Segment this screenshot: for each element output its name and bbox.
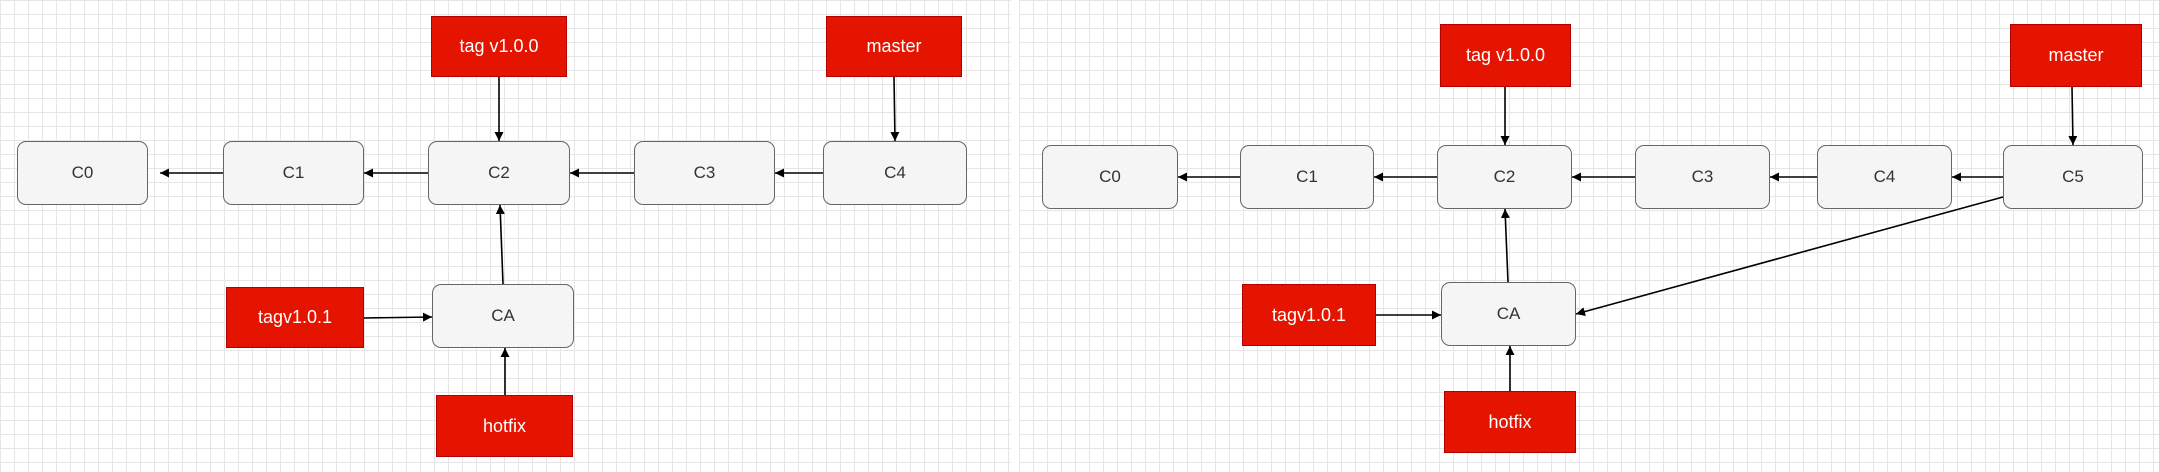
commit-c0[interactable]: C0	[1042, 145, 1178, 209]
tag-v1-0-0[interactable]: tag v1.0.0	[431, 16, 567, 77]
diagram-panel-after	[1019, 0, 2159, 472]
edge-master-to-c5	[2068, 86, 2078, 146]
edge-master-to-c4	[890, 76, 900, 142]
commit-ca[interactable]: CA	[432, 284, 574, 348]
commit-c2[interactable]: C2	[1437, 145, 1572, 209]
edge-ca-to-c2	[1500, 208, 1510, 283]
branch-hotfix[interactable]: hotfix	[1444, 391, 1576, 453]
branch-master[interactable]: master	[826, 16, 962, 77]
tag-v1-0-1[interactable]: tagv1.0.1	[1242, 284, 1376, 346]
edge-c5-to-ca	[1575, 196, 2004, 316]
edge-tag101-to-ca	[363, 312, 433, 322]
branch-hotfix[interactable]: hotfix	[436, 395, 573, 457]
commit-c1[interactable]: C1	[1240, 145, 1374, 209]
diagram-panel-before	[0, 0, 1011, 472]
commit-c3[interactable]: C3	[634, 141, 775, 205]
commit-c4[interactable]: C4	[1817, 145, 1952, 209]
tag-v1-0-0[interactable]: tag v1.0.0	[1440, 24, 1571, 87]
edge-ca-to-c2	[495, 204, 505, 285]
commit-c4[interactable]: C4	[823, 141, 967, 205]
panel-divider	[1011, 0, 1019, 472]
commit-ca[interactable]: CA	[1441, 282, 1576, 346]
commit-c3[interactable]: C3	[1635, 145, 1770, 209]
tag-v1-0-1[interactable]: tagv1.0.1	[226, 287, 364, 348]
commit-c0[interactable]: C0	[17, 141, 148, 205]
branch-master[interactable]: master	[2010, 24, 2142, 87]
commit-c2[interactable]: C2	[428, 141, 570, 205]
commit-c5[interactable]: C5	[2003, 145, 2143, 209]
commit-c1[interactable]: C1	[223, 141, 364, 205]
